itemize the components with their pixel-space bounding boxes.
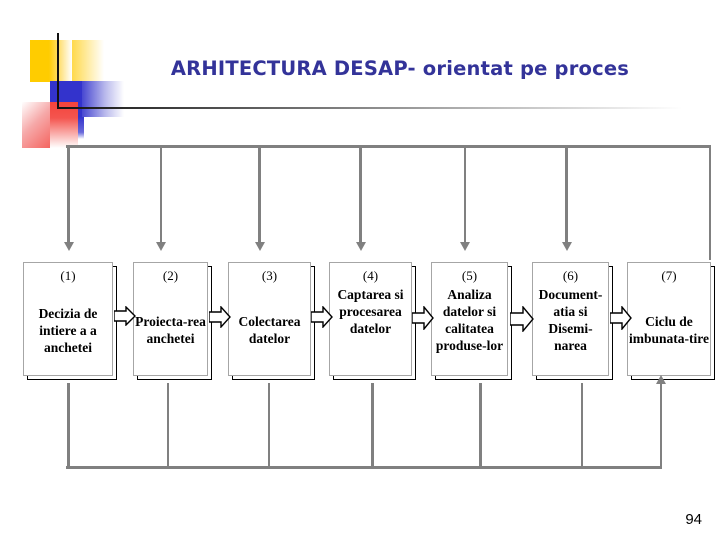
arrowhead-down-icon: [460, 242, 470, 251]
feedback-drop-box-2: [167, 383, 169, 468]
arrowhead-down-icon: [254, 242, 265, 251]
top-arrow-to-box-1: [63, 145, 74, 251]
process-box-4[interactable]: (4) Captarea si procesarea datelor: [329, 262, 416, 380]
box-label: Colectarea datelor: [238, 314, 301, 346]
block-arrow-icon: [209, 306, 231, 328]
box-content: (7) Ciclu de imbunata-tire: [627, 262, 711, 376]
box-number: (7): [661, 268, 677, 283]
arrowhead-down-icon: [156, 242, 166, 251]
box-label: Ciclu de imbunata-tire: [629, 314, 709, 346]
box-label: Document-atia si Disemi-narea: [538, 287, 603, 353]
box-content: (3) Colectarea datelor: [228, 262, 311, 376]
box-inner-border: [431, 262, 508, 376]
connector-arrow-3-to-4: [311, 306, 333, 328]
process-box-3[interactable]: (3) Colectarea datelor: [228, 262, 315, 380]
arrowhead-down-icon: [561, 242, 572, 251]
connector-arrow-6-to-7: [610, 306, 632, 330]
connector-arrow-5-to-6: [510, 306, 534, 332]
box-inner-border: [133, 262, 208, 376]
process-box-6[interactable]: (6) Document-atia si Disemi-narea: [532, 262, 613, 380]
feedback-drop-box-6: [581, 383, 583, 468]
vertical-rule: [57, 33, 59, 108]
top-arrow-to-box-2: [156, 145, 166, 251]
box-content: (5) Analiza datelor si calitatea produse…: [431, 262, 508, 376]
process-box-5[interactable]: (5) Analiza datelor si calitatea produse…: [431, 262, 512, 380]
yellow-gradient-icon: [72, 40, 104, 82]
box-content: (6) Document-atia si Disemi-narea: [532, 262, 609, 376]
top-arrow-to-box-5: [460, 145, 470, 251]
feedback-drop-box-3: [268, 383, 270, 468]
process-box-1[interactable]: (1) Decizia de intiere a a anchetei: [23, 262, 117, 380]
block-arrow-icon: [610, 306, 632, 330]
box-number: (3): [261, 268, 278, 283]
box-number: (6): [562, 268, 579, 283]
arrowhead-down-icon: [63, 242, 74, 251]
box-label: Analiza datelor si calitatea produse-lor: [435, 287, 504, 353]
box-number: (1): [60, 268, 76, 283]
block-arrow-icon: [311, 306, 333, 328]
box-number: (4): [362, 268, 379, 283]
top-arrow-to-box-6: [561, 145, 572, 251]
top-arrow-to-box-3: [254, 145, 265, 251]
top-bus-line: [66, 145, 711, 148]
process-box-7[interactable]: (7) Ciclu de imbunata-tire: [627, 262, 715, 380]
box-label: Proiecta-rea anchetei: [135, 314, 206, 346]
box-content: (1) Decizia de intiere a a anchetei: [23, 262, 113, 376]
box-content: (4) Captarea si procesarea datelor: [329, 262, 412, 376]
box-number: (5): [461, 268, 478, 283]
page-number: 94: [685, 511, 702, 528]
feedback-drop-box-5: [479, 383, 482, 468]
box-inner-border: [23, 262, 113, 376]
feedback-drop-box-4: [371, 383, 374, 468]
box-label: Captarea si procesarea datelor: [337, 287, 404, 336]
arrowhead-up-icon: [656, 375, 666, 384]
block-arrow-icon: [510, 306, 534, 332]
arrowhead-down-icon: [355, 242, 366, 251]
page-title: ARHITECTURA DESAP- orientat pe proces: [170, 57, 630, 80]
block-arrow-icon: [412, 306, 434, 330]
bottom-bus-line: [66, 466, 662, 469]
feedback-drop-box-1: [67, 383, 70, 468]
connector-arrow-4-to-5: [412, 306, 434, 330]
block-arrow-icon: [114, 306, 136, 326]
decorative-corner-graphic: [22, 33, 682, 148]
box-number: (2): [162, 268, 179, 283]
process-box-2[interactable]: (2) Proiecta-rea anchetei: [133, 262, 212, 380]
box-inner-border: [627, 262, 711, 376]
red-gradient-icon: [50, 102, 78, 148]
connector-arrow-1-to-2: [114, 306, 136, 326]
box-inner-border: [532, 262, 609, 376]
top-arrow-to-box-4: [355, 145, 366, 251]
blue-gradient-icon: [82, 81, 124, 117]
box-content: (2) Proiecta-rea anchetei: [133, 262, 208, 376]
horizontal-rule: [57, 107, 682, 109]
feedback-arrow-to-box-7: [656, 375, 666, 468]
box-label: Decizia de intiere a a anchetei: [38, 305, 98, 355]
top-bus-right-drop: [709, 145, 711, 260]
connector-arrow-2-to-3: [209, 306, 231, 328]
yellow-square-icon: [30, 40, 72, 82]
